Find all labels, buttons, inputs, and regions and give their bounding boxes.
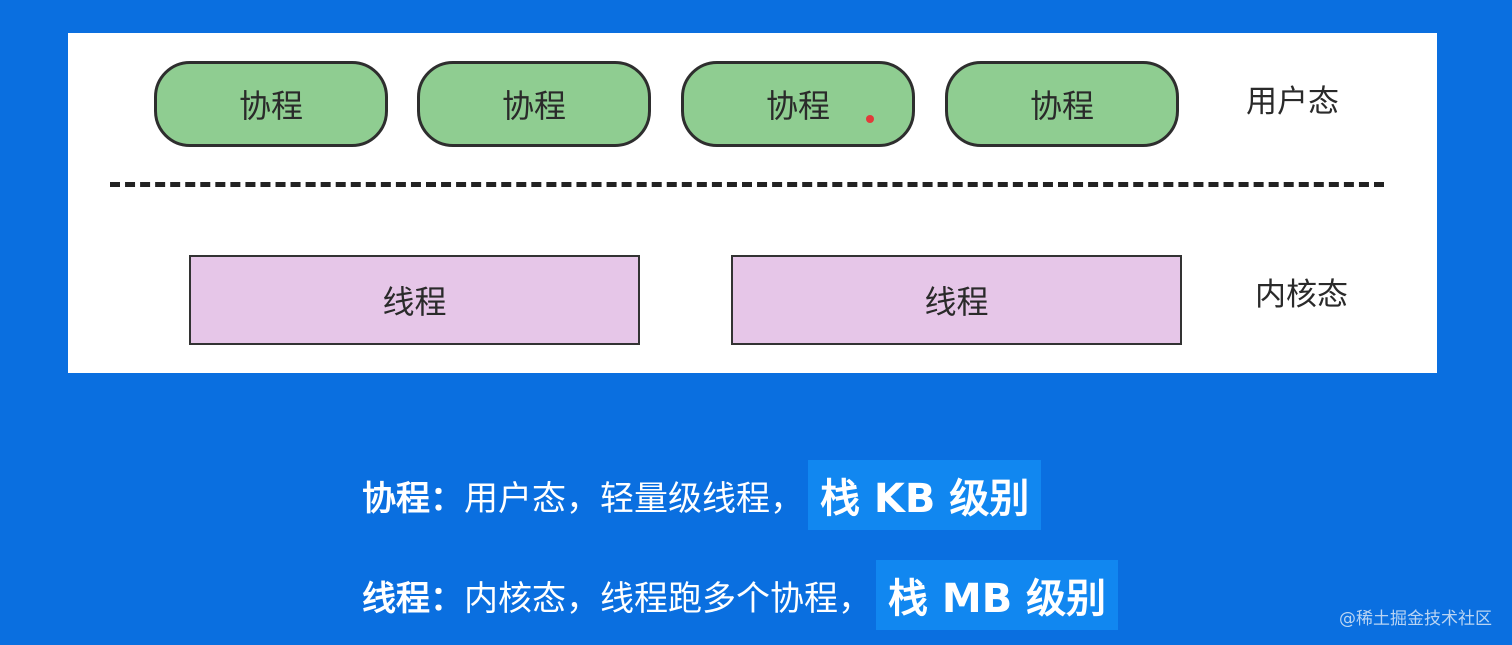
mode-divider-line (110, 182, 1384, 187)
thread-box: 线程 (189, 255, 640, 345)
coroutine-box: 协程 (681, 61, 915, 147)
caption-description: 用户态，轻量级线程， (464, 478, 804, 519)
coroutine-caption: 协程： 用户态，轻量级线程， 栈 KB 级别 (362, 460, 1042, 530)
thread-box: 线程 (731, 255, 1182, 345)
kernel-mode-label: 内核态 (1255, 277, 1348, 313)
cursor-dot (866, 115, 874, 123)
thread-caption: 线程： 内核态，线程跑多个协程， 栈 MB 级别 (362, 560, 1119, 630)
caption-highlight: 栈 KB 级别 (808, 460, 1042, 530)
caption-description: 内核态，线程跑多个协程， (464, 578, 872, 619)
coroutine-box: 协程 (945, 61, 1179, 147)
coroutine-box: 协程 (417, 61, 651, 147)
caption-highlight: 栈 MB 级别 (876, 560, 1119, 630)
caption-term: 协程： (362, 478, 464, 519)
user-mode-label: 用户态 (1246, 84, 1339, 120)
coroutine-box: 协程 (154, 61, 388, 147)
diagram-panel: 协程 协程 协程 协程 用户态 线程 线程 内核态 (68, 33, 1437, 373)
watermark: @稀土掘金技术社区 (1339, 609, 1492, 629)
caption-term: 线程： (362, 578, 464, 619)
